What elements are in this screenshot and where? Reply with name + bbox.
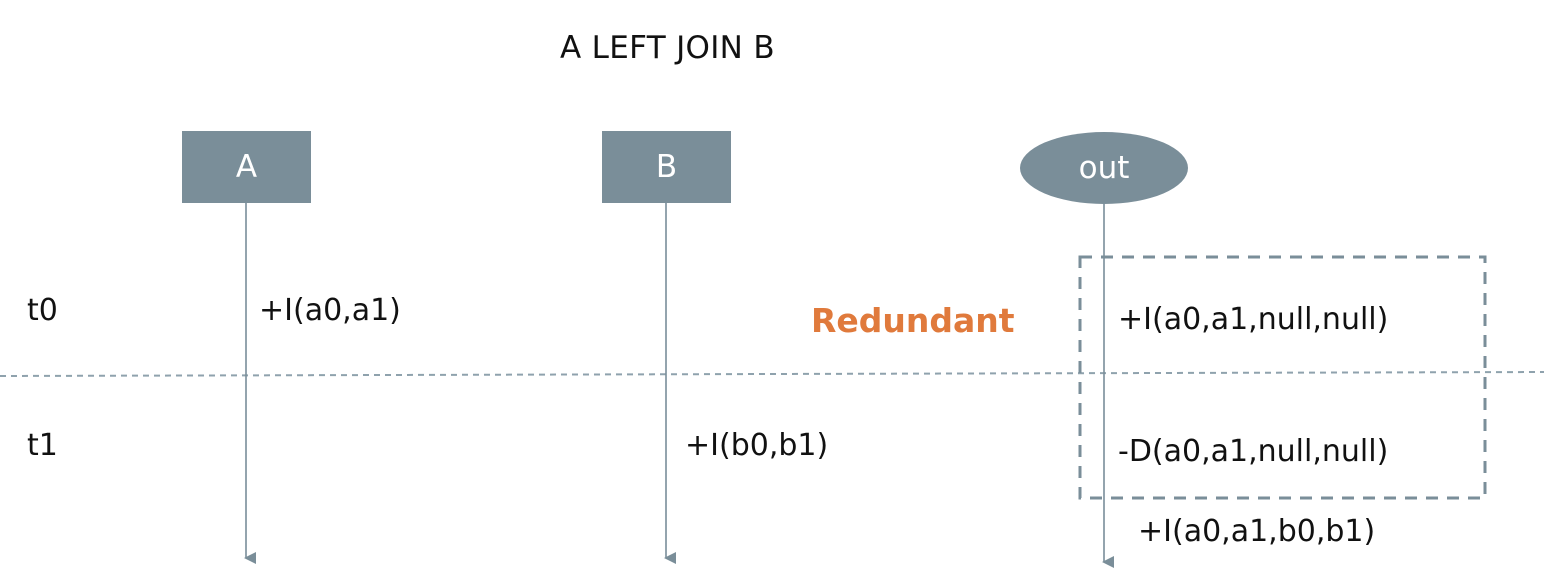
node-out: out — [1020, 132, 1188, 204]
node-a-label: A — [235, 149, 258, 185]
event-out-t0: +I(a0,a1,null,null) — [1118, 302, 1389, 337]
time-label-t0: t0 — [27, 293, 58, 328]
event-b-t1: +I(b0,b1) — [685, 428, 829, 463]
node-b-label: B — [655, 149, 678, 185]
node-out-label: out — [1078, 150, 1130, 186]
node-a: A — [182, 131, 311, 203]
event-a-t0: +I(a0,a1) — [259, 293, 401, 328]
diagram-title: A LEFT JOIN B — [560, 30, 775, 66]
redundant-box — [1078, 255, 1487, 500]
time-label-t1: t1 — [27, 428, 58, 463]
event-out-t1-insert: +I(a0,a1,b0,b1) — [1138, 514, 1376, 549]
redundant-annotation: Redundant — [811, 301, 1015, 340]
node-b: B — [602, 131, 731, 203]
event-out-t1-delete: -D(a0,a1,null,null) — [1118, 434, 1389, 469]
time-divider-line — [0, 371, 1544, 377]
